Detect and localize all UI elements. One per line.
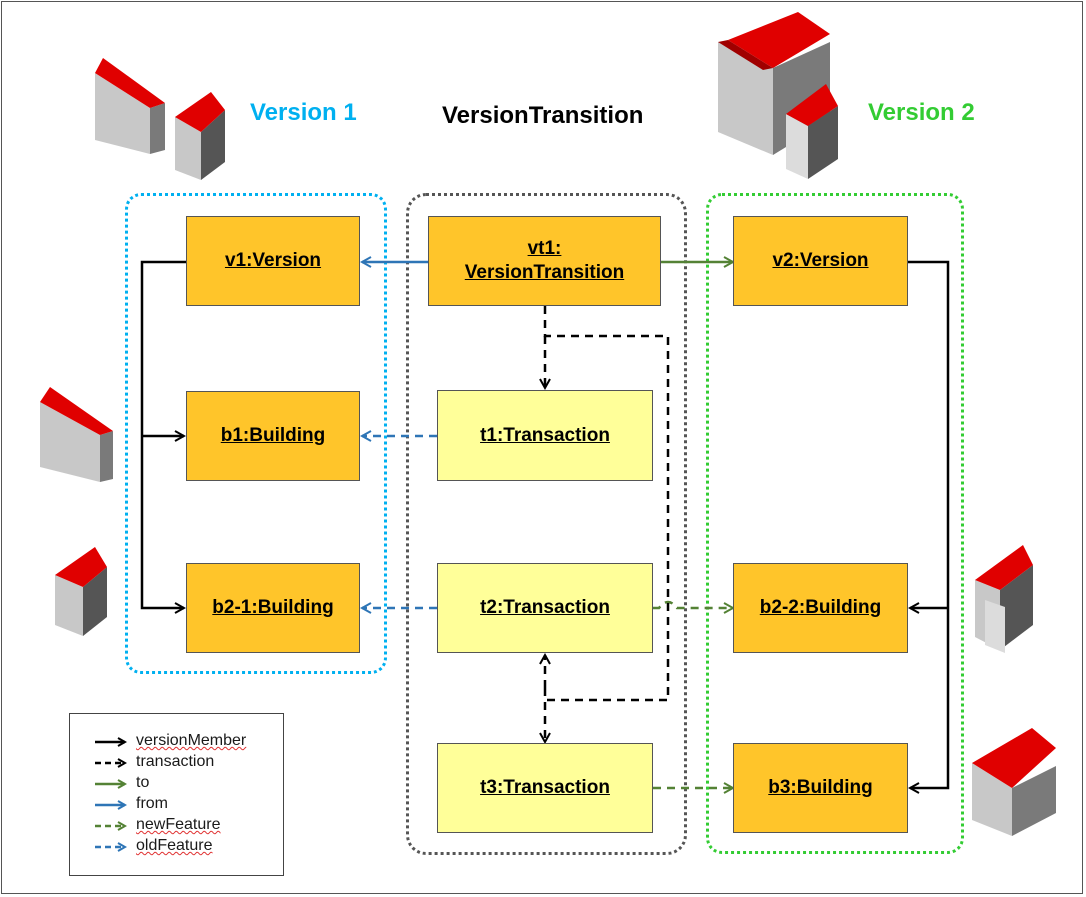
new-feature-arrow	[653, 600, 733, 608]
vt1-label-line2: VersionTransition	[464, 262, 625, 283]
b2-1-building-box: b2-1:Building	[186, 563, 360, 653]
v2-version-label: v2:Version	[772, 250, 869, 271]
building-icon	[175, 92, 225, 180]
transition-group	[406, 193, 687, 855]
v1-version-box: v1:Version	[186, 216, 360, 306]
b3-building-label: b3:Building	[768, 777, 873, 798]
b1-building-label: b1:Building	[220, 425, 326, 446]
building-icon	[55, 547, 107, 636]
version2-group	[706, 193, 964, 854]
version1-group	[125, 193, 387, 674]
legend-label-transaction: transaction	[136, 753, 215, 770]
building-icon	[975, 545, 1033, 653]
b2-1-building-label: b2-1:Building	[212, 597, 334, 618]
building-icon	[972, 728, 1056, 836]
building-icon	[786, 84, 838, 179]
legend-label-old-feature: oldFeature	[136, 837, 213, 854]
building-icon	[95, 58, 165, 154]
v1-version-label: v1:Version	[224, 250, 322, 271]
vt1-version-transition-box: vt1: VersionTransition	[428, 216, 661, 306]
t1-transaction-label: t1:Transaction	[480, 424, 610, 446]
version-member-arrow	[908, 260, 950, 788]
b1-building-box: b1:Building	[186, 391, 360, 481]
t2-transaction-label: t2:Transaction	[480, 597, 610, 618]
legend-label-new-feature: newFeature	[136, 816, 221, 833]
version2-heading: Version 2	[868, 99, 975, 126]
t3-transaction-label: t3:Transaction	[480, 777, 610, 798]
v2-version-box: v2:Version	[733, 216, 908, 306]
t2-transaction-box: t2:Transaction	[437, 563, 653, 653]
legend: versionMember transaction to from newFea…	[69, 713, 284, 876]
t3-transaction-box: t3:Transaction	[437, 743, 653, 833]
transaction-arrow	[543, 306, 670, 702]
b2-2-building-box: b2-2:Building	[733, 563, 908, 653]
building-icon	[40, 387, 113, 482]
legend-swatches	[95, 714, 285, 877]
b2-2-building-label: b2-2:Building	[759, 597, 882, 618]
transition-heading: VersionTransition	[442, 102, 644, 129]
legend-label-from: from	[136, 795, 168, 812]
vt1-label-line1: vt1:	[527, 238, 562, 259]
t1-transaction-box: t1:Transaction	[437, 390, 653, 481]
legend-label-version-member: versionMember	[136, 732, 247, 749]
legend-label-to: to	[136, 774, 150, 791]
version1-heading: Version 1	[250, 99, 357, 126]
b3-building-box: b3:Building	[733, 743, 908, 833]
